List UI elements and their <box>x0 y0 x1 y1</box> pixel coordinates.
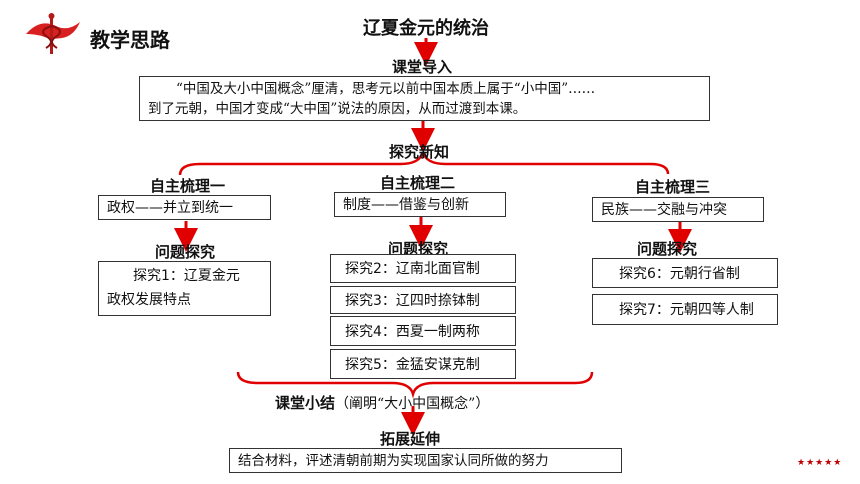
col1-item-box: 探究1：辽夏金元 政权发展特点 <box>98 261 271 316</box>
col3-item-1: 探究6：元朝行省制 <box>592 258 778 288</box>
col3-topic: 民族——交融与冲突 <box>592 197 764 222</box>
summary-line: 课堂小结（阐明“大小中国概念”） <box>275 392 489 413</box>
col2-heading: 自主梳理二 <box>380 174 456 192</box>
col2-question-label: 问题探究 <box>388 240 449 258</box>
col2-topic: 制度——借鉴与创新 <box>334 192 506 217</box>
summary-label: 课堂小结 <box>275 394 336 412</box>
col2-item-2: 探究3：辽四时捺钵制 <box>330 286 516 314</box>
col1-topic: 政权——并立到统一 <box>98 195 271 220</box>
col1-heading: 自主梳理一 <box>150 177 226 195</box>
intro-text-line1: “中国及大小中国概念”厘清，思考元以前中国本质上属于“小中国”…… <box>176 81 596 97</box>
page-header-title: 教学思路 <box>90 28 170 52</box>
summary-note: （阐明“大小中国概念”） <box>335 396 490 412</box>
summary-brace <box>236 371 594 399</box>
intro-label: 课堂导入 <box>392 58 453 76</box>
col3-heading: 自主梳理三 <box>635 178 711 196</box>
explore-label: 探究新知 <box>389 143 450 161</box>
col1-item-2: 政权发展特点 <box>107 292 191 308</box>
intro-text-line2: 到了元朝，中国才变成“大中国”说法的原因，从而过渡到本课。 <box>148 101 527 117</box>
extend-label: 拓展延伸 <box>380 430 441 448</box>
intro-box: “中国及大小中国概念”厘清，思考元以前中国本质上属于“小中国”…… 到了元朝，中… <box>139 76 710 121</box>
lesson-title: 辽夏金元的统治 <box>363 18 489 39</box>
col2-item-3: 探究4：西夏一制两称 <box>330 316 516 346</box>
extend-box: 结合材料，评述清朝前期为实现国家认同所做的努力 <box>229 448 622 473</box>
col3-item-2: 探究7：元朝四等人制 <box>592 294 778 325</box>
col2-item-4: 探究5：金猛安谋克制 <box>330 349 516 379</box>
explore-brace <box>178 151 670 176</box>
col2-item-1: 探究2：辽南北面官制 <box>330 254 516 283</box>
footer-stars: ★★★★★ <box>797 458 843 468</box>
col1-question-label: 问题探究 <box>155 243 216 261</box>
col3-question-label: 问题探究 <box>637 240 698 258</box>
caduceus-logo-icon <box>26 13 80 54</box>
col1-item-1: 探究1：辽夏金元 <box>133 268 240 284</box>
